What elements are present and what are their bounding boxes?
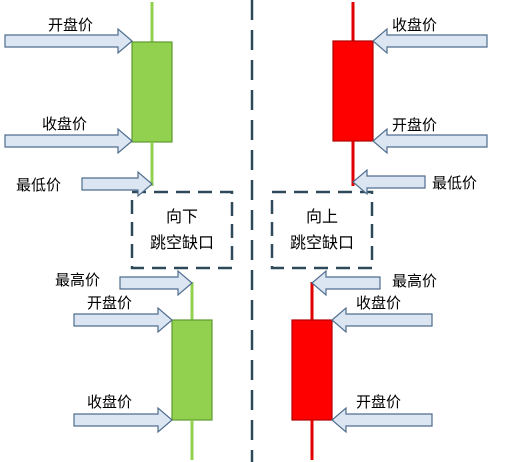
bottom-left-high-arrow <box>119 269 193 297</box>
top-right-low-arrow <box>352 168 426 196</box>
gap-up-line1: 向上 <box>306 207 338 226</box>
bottom-left-open-label: 开盘价 <box>87 294 132 312</box>
gap-down-line2: 跳空缺口 <box>150 233 214 252</box>
bottom-right-open-label: 开盘价 <box>356 393 401 411</box>
top-left-open-label: 开盘价 <box>48 16 93 34</box>
gap-down-line1: 向下 <box>166 207 198 226</box>
top-left-close-label: 收盘价 <box>42 115 87 133</box>
bottom-left-high-label: 最高价 <box>55 271 100 289</box>
top-left-low-label: 最低价 <box>16 176 61 194</box>
top-right-low-label: 最低价 <box>432 174 477 192</box>
top-right-red-candle <box>332 2 374 186</box>
bottom-left-close-label: 收盘价 <box>87 393 132 411</box>
bottom-left-open-arrow <box>73 306 173 334</box>
gap-up-line2: 跳空缺口 <box>290 233 354 252</box>
top-right-open-label: 开盘价 <box>392 116 437 134</box>
top-left-close-arrow <box>4 127 133 155</box>
top-right-candle-body <box>332 40 374 142</box>
top-right-close-label: 收盘价 <box>392 16 437 34</box>
top-left-candle-body <box>131 41 173 143</box>
bottom-left-green-candle <box>171 282 213 460</box>
bottom-left-close-arrow <box>73 406 173 434</box>
gap-up-box: 向上 跳空缺口 <box>270 190 374 270</box>
top-left-low-arrow <box>81 170 153 198</box>
bottom-left-candle-body <box>171 319 213 421</box>
top-left-open-arrow <box>4 27 133 55</box>
bottom-right-close-label: 收盘价 <box>356 294 401 312</box>
top-right-open-arrow <box>372 127 488 155</box>
bottom-right-candle-body <box>291 319 333 421</box>
gap-down-frame <box>130 190 234 270</box>
bottom-right-red-candle <box>291 282 333 460</box>
gap-up-frame <box>270 190 374 270</box>
gap-down-box: 向下 跳空缺口 <box>130 190 234 270</box>
bottom-right-high-arrow <box>311 269 381 297</box>
bottom-right-high-label: 最高价 <box>392 272 437 290</box>
top-right-close-arrow <box>372 27 488 55</box>
bottom-right-open-arrow <box>331 406 433 434</box>
bottom-right-close-arrow <box>331 306 433 334</box>
top-left-green-candle <box>131 2 173 186</box>
